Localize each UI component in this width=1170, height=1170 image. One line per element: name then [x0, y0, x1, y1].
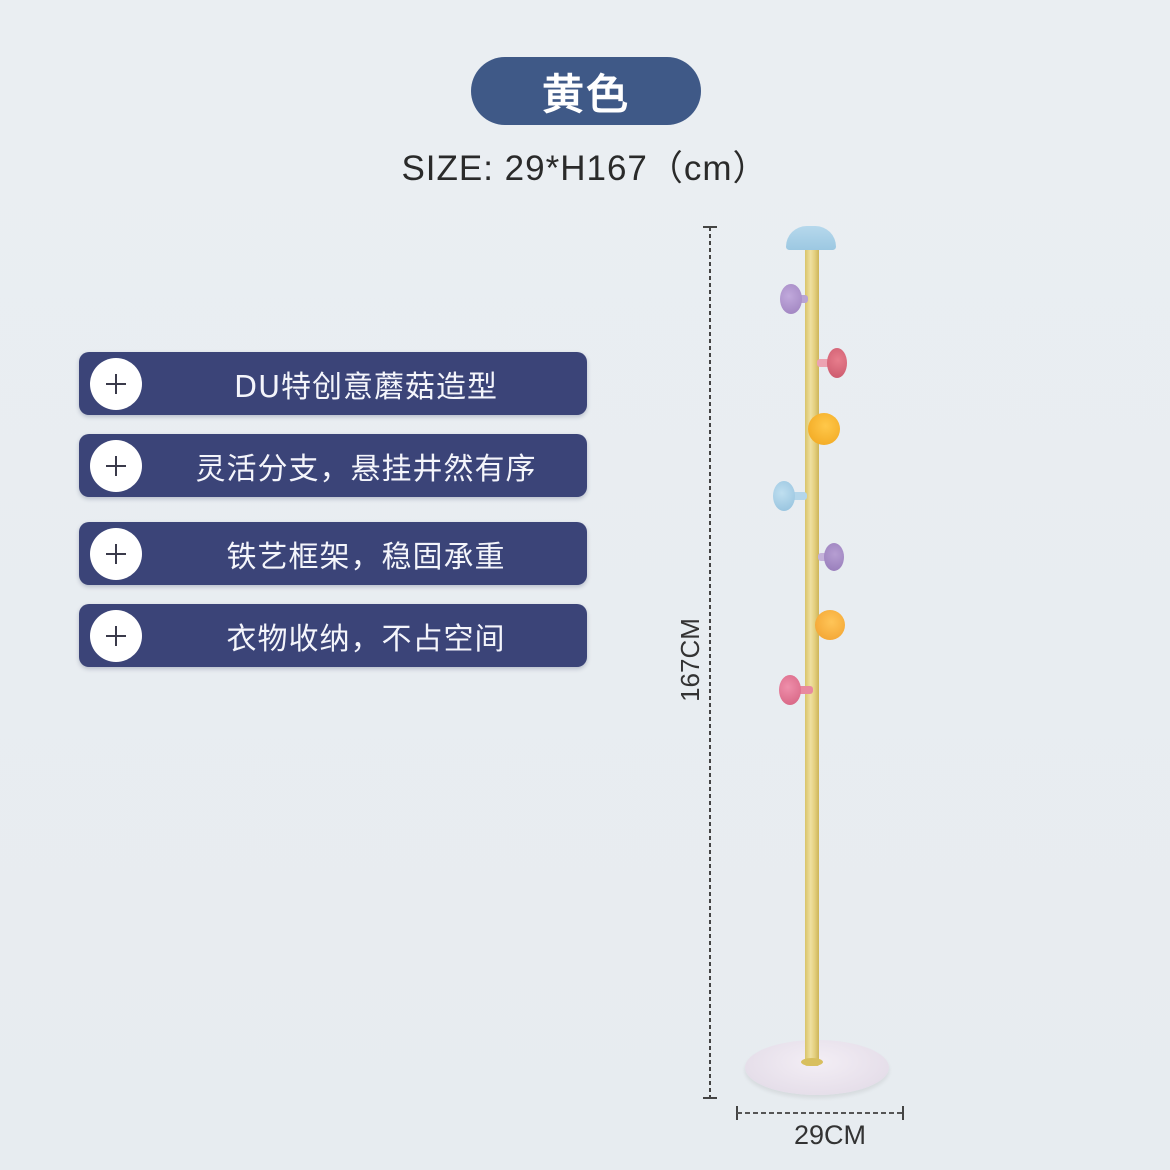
- feature-item: 铁艺框架，稳固承重: [79, 522, 587, 585]
- plus-icon: [90, 358, 142, 410]
- feature-label: 灵活分支，悬挂井然有序: [195, 451, 537, 487]
- mushroom-hook: [817, 348, 847, 378]
- mushroom-hook: [780, 284, 808, 314]
- mushroom-hook: [808, 413, 840, 445]
- plus-icon: [90, 610, 142, 662]
- plus-icon: [90, 528, 142, 580]
- feature-item: 灵活分支，悬挂井然有序: [79, 434, 587, 497]
- width-dimension-line: [737, 1112, 903, 1114]
- rack-pole: [805, 248, 819, 1066]
- rack-base-collar: [801, 1058, 823, 1066]
- size-spec: SIZE: 29*H167（cm）: [401, 149, 769, 188]
- feature-label: DU特创意蘑菇造型: [233, 369, 499, 405]
- feature-label: 衣物收纳，不占空间: [226, 621, 506, 657]
- width-dimension-cap-right: [902, 1106, 904, 1120]
- feature-item: 衣物收纳，不占空间: [79, 604, 587, 667]
- feature-label: 铁艺框架，稳固承重: [226, 539, 506, 575]
- width-dimension-label: 29CM: [793, 1120, 867, 1150]
- height-dimension-cap-bottom: [703, 1097, 717, 1099]
- mushroom-hook: [773, 481, 809, 511]
- plus-icon: [90, 440, 142, 492]
- mushroom-hook: [813, 610, 845, 640]
- mushroom-cap-top: [786, 226, 836, 250]
- color-variant-label: 黄色: [541, 69, 630, 119]
- height-dimension-line: [709, 227, 711, 1099]
- mushroom-hook: [779, 675, 813, 705]
- color-variant-badge: 黄色: [471, 57, 701, 125]
- mushroom-hook: [818, 543, 844, 571]
- feature-item: DU特创意蘑菇造型: [79, 352, 587, 415]
